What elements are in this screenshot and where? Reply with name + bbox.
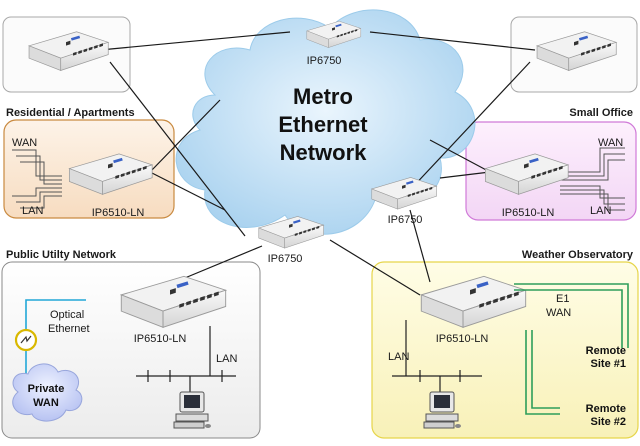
office-lan-label: LAN [590, 205, 611, 217]
right-center-device-label: IP6750 [388, 214, 423, 226]
remote-site-2-line-2: Site #2 [591, 416, 626, 428]
e1-label-line-1: E1 [556, 293, 569, 305]
private-wan-cloud: Private WAN [12, 363, 83, 422]
residential-lan-label: LAN [22, 205, 43, 217]
e1-label-line-2: WAN [546, 307, 571, 319]
office-wan-label: WAN [598, 137, 623, 149]
optical-label-line-2: Ethernet [48, 323, 90, 335]
cloud-line-3: Network [280, 140, 368, 165]
office-link-lines [560, 147, 625, 211]
private-wan-line-2: WAN [33, 397, 59, 409]
public-utility-title: Public Utilty Network [6, 249, 117, 261]
residential-link-lines [12, 149, 62, 209]
weather-lan-label: LAN [388, 351, 409, 363]
public-lan-label: LAN [216, 353, 237, 365]
remote-site-1-line-2: Site #1 [591, 358, 626, 370]
center-device-label: IP6750 [268, 253, 303, 265]
public-utility-device-label: IP6510-LN [134, 333, 187, 345]
public-lan-bus [136, 326, 236, 394]
remote-site-2-line-1: Remote [586, 403, 626, 415]
residential-title: Residential / Apartments [6, 107, 135, 119]
weather-title: Weather Observatory [522, 249, 634, 261]
metro-ethernet-cloud: Metro Ethernet Network [175, 9, 476, 235]
e1-wan-links [514, 283, 629, 415]
weather-device-label: IP6510-LN [436, 333, 489, 345]
private-wan-line-1: Private [28, 383, 65, 395]
residential-wan-label: WAN [12, 137, 37, 149]
office-device-label: IP6510-LN [502, 207, 555, 219]
top-center-device-label: IP6750 [307, 55, 342, 67]
optical-link [14, 299, 86, 390]
cloud-line-1: Metro [293, 84, 353, 109]
remote-site-1-line-1: Remote [586, 345, 626, 357]
small-office-title: Small Office [569, 107, 633, 119]
weather-lan-bus [392, 320, 482, 394]
cloud-line-2: Ethernet [278, 112, 368, 137]
connection-lines [99, 31, 536, 296]
residential-device-label: IP6510-LN [92, 207, 145, 219]
optical-label-line-1: Optical [50, 309, 84, 321]
